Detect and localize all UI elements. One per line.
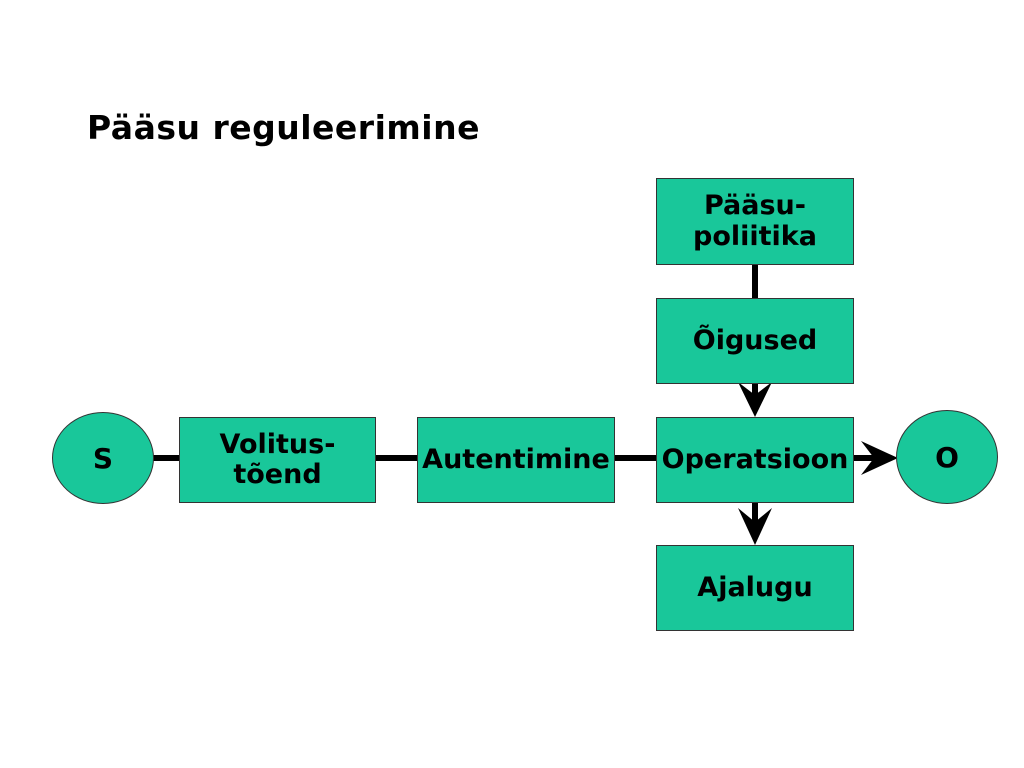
arrowhead-to-ajalugu xyxy=(738,508,772,545)
arrowhead-to-operatsioon xyxy=(738,382,772,417)
arrowhead-to-o xyxy=(861,441,898,475)
node-autentimine: Autentimine xyxy=(417,417,615,503)
node-paasupoliitika: Pääsu- poliitika xyxy=(656,178,854,265)
node-ajalugu: Ajalugu xyxy=(656,545,854,631)
node-s: S xyxy=(52,412,154,504)
node-volitustoend: Volitus- tõend xyxy=(179,417,376,503)
node-operatsioon: Operatsioon xyxy=(656,417,854,503)
node-oigused: Õigused xyxy=(656,298,854,384)
node-o: O xyxy=(896,410,998,504)
slide-title: Pääsu reguleerimine xyxy=(87,108,480,147)
